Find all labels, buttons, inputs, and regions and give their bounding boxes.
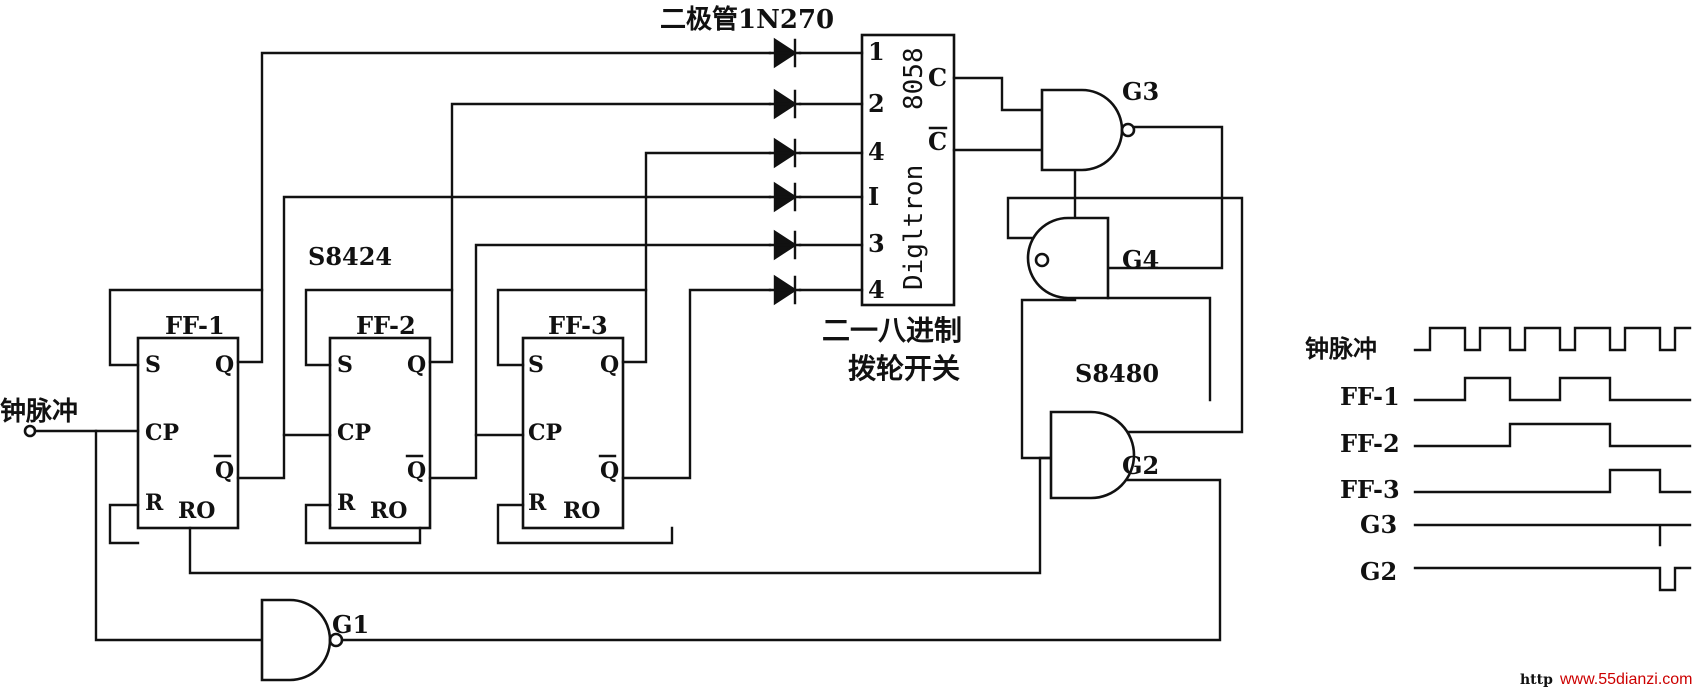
gate-g4-label: G4: [1122, 245, 1159, 274]
switch-name: Digltron: [899, 165, 929, 290]
switch-pin-4: 4: [868, 137, 885, 166]
ff1-pin-s: S: [145, 352, 161, 378]
ff3-pin-q: Q: [600, 352, 619, 378]
ff3-pin-r0: RO: [563, 498, 600, 524]
wave-ff2: [1413, 422, 1692, 448]
ff1-pin-r: R: [145, 490, 164, 516]
gate-g1-label: G1: [332, 610, 369, 639]
switch-pin-2: 2: [868, 89, 885, 118]
gate-g2: [1049, 410, 1136, 500]
gate-g2-label: G2: [1122, 451, 1159, 480]
wires: [32, 51, 1244, 642]
ff2-pin-q: Q: [407, 352, 426, 378]
switch-pin-2b: 3: [868, 229, 885, 258]
gate-g4: [1026, 216, 1110, 300]
timing-label-clock: 钟脉冲: [1305, 334, 1377, 363]
wave-g2: [1413, 566, 1692, 592]
switch-model: 8058: [899, 47, 929, 110]
clock-input-terminal: [23, 424, 37, 438]
ff1-pin-qbar: Q: [215, 458, 234, 484]
wave-ff3: [1413, 468, 1692, 494]
switch-box: [860, 33, 956, 307]
ff1-pin-q: Q: [215, 352, 234, 378]
timing-waveforms: [1413, 326, 1692, 592]
ff3-name: FF-3: [548, 311, 608, 340]
diode-4: [768, 181, 802, 213]
watermark: www.55dianzi.com: [1559, 671, 1693, 688]
ff3-pin-s: S: [528, 352, 544, 378]
timing-label-ff1: FF-1: [1340, 382, 1400, 411]
switch-pin-1b: I: [868, 182, 879, 211]
ff2-pin-s: S: [337, 352, 353, 378]
ff1-box: [136, 336, 240, 530]
ff3-box: [521, 336, 625, 530]
diode-label: 二极管1N270: [660, 5, 834, 35]
ff3-pin-cp: CP: [528, 420, 562, 446]
gate-g3: [1040, 88, 1136, 172]
watermark-prefix: http: [1520, 672, 1553, 688]
ff3-pin-qbar: Q: [600, 458, 619, 484]
ff2-pin-qbar: Q: [407, 458, 426, 484]
diode-5: [768, 229, 802, 261]
wave-clock: [1413, 326, 1692, 352]
switch-caption-2: 拨轮开关: [848, 352, 960, 385]
ff2-pin-cp: CP: [337, 420, 371, 446]
ff2-pin-r0: RO: [370, 498, 407, 524]
clock-input-label: 钟脉冲: [0, 396, 78, 427]
ff2-name: FF-2: [356, 311, 416, 340]
diode-array: [768, 37, 802, 306]
timing-label-ff3: FF-3: [1340, 475, 1400, 504]
gate-g1: [260, 598, 344, 682]
switch-caption-1: 二一八进制: [822, 314, 962, 347]
timing-label-g3: G3: [1360, 510, 1397, 539]
timing-label-g2: G2: [1360, 557, 1397, 586]
ff3-pin-r: R: [528, 490, 547, 516]
ff2-box: [328, 336, 432, 530]
ff1-pin-cp: CP: [145, 420, 179, 446]
switch-pin-4b: 4: [868, 275, 885, 304]
diode-6: [768, 274, 802, 306]
ff1-name: FF-1: [165, 311, 225, 340]
ff2-pin-r: R: [337, 490, 356, 516]
ff1-pin-r0: RO: [178, 498, 215, 524]
gate-g3-label: G3: [1122, 77, 1159, 106]
counter-chip-label: S8424: [308, 242, 392, 271]
switch-pin-1: 1: [868, 37, 885, 66]
diode-2: [768, 88, 802, 120]
diode-3: [768, 137, 802, 169]
timing-label-ff2: FF-2: [1340, 429, 1400, 458]
gate-chip-label: S8480: [1075, 359, 1159, 388]
wave-g3: [1413, 523, 1692, 547]
switch-pin-c: C: [928, 63, 947, 92]
diode-1: [768, 37, 802, 69]
switch-pin-cbar: C: [928, 127, 947, 156]
wave-ff1: [1413, 376, 1692, 402]
